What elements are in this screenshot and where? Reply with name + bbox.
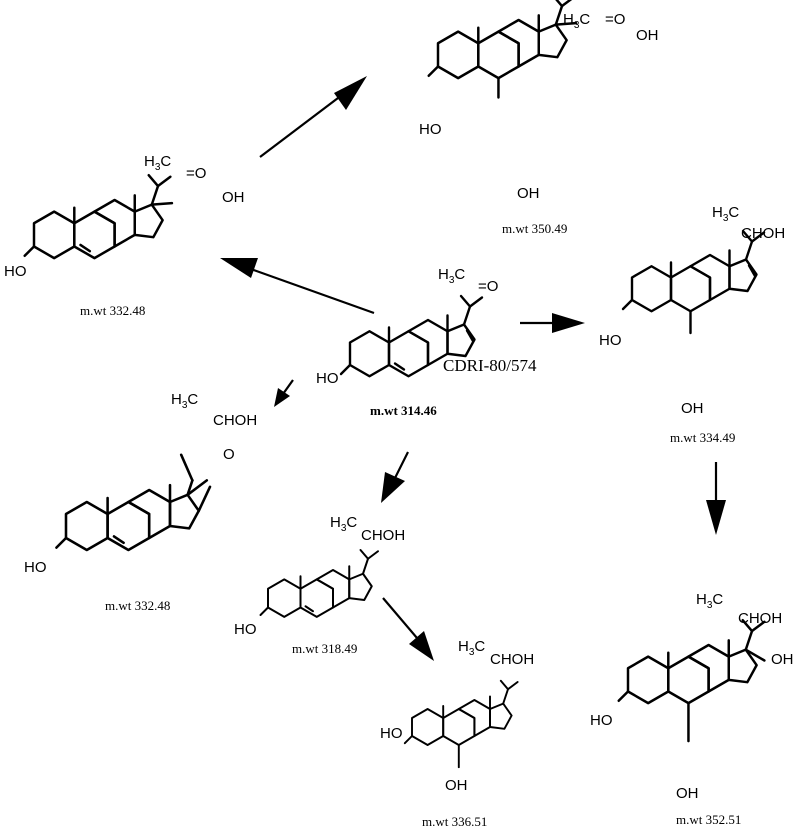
m4-chohr: CHOH xyxy=(213,412,257,429)
molecule-m2 xyxy=(23,173,174,260)
m3-chohr: CHOH xyxy=(741,225,785,242)
m7-methyl-label: H3C xyxy=(458,638,485,658)
m4-ho-3: HO xyxy=(24,559,47,576)
arrow-to-m5 xyxy=(381,451,409,503)
m2-ho-3: HO xyxy=(4,263,27,280)
m5-chohr: CHOH xyxy=(361,527,405,544)
m4-epoxide-O: O xyxy=(223,446,235,463)
m1-mw: m.wt 350.49 xyxy=(502,221,567,236)
m3-oh-6: OH xyxy=(681,400,704,417)
m7-mw: m.wt 336.51 xyxy=(422,814,487,829)
parent-carbonyl-O: =O xyxy=(478,278,498,295)
m1-oh-17: OH xyxy=(636,27,659,44)
molecule-parent xyxy=(339,294,484,378)
arrow-to-m3 xyxy=(520,313,585,333)
parent-name: CDRI-80/574 xyxy=(443,356,537,375)
m1-oh-6: OH xyxy=(517,185,540,202)
m6-ho-3: HO xyxy=(590,712,613,729)
parent-methyl-label: H3C xyxy=(438,266,465,286)
molecule-m7 xyxy=(403,679,519,769)
m1-methyl-label: H3C xyxy=(563,11,590,31)
m6-oh-6: OH xyxy=(676,785,699,802)
arrow-to-m7 xyxy=(382,597,434,661)
m3-mw: m.wt 334.49 xyxy=(670,430,735,445)
m6-mw: m.wt 352.51 xyxy=(676,812,741,827)
m3-methyl-label: H3C xyxy=(712,204,739,224)
m6-oh-17: OH xyxy=(771,651,794,668)
parent-ho-3: HO xyxy=(316,370,339,387)
m2-mw: m.wt 332.48 xyxy=(80,303,145,318)
m1-carbonyl-O: =O xyxy=(605,11,625,28)
arrow-to-m6 xyxy=(706,462,726,535)
arrow-to-m2 xyxy=(220,258,375,315)
m4-mw: m.wt 332.48 xyxy=(105,598,170,613)
m5-methyl-label: H3C xyxy=(330,514,357,534)
m7-ho-3: HO xyxy=(380,725,403,742)
m2-carbonyl-O: =O xyxy=(186,165,206,182)
m4-methyl-label: H3C xyxy=(171,391,198,411)
m1-ho-3: HO xyxy=(419,121,442,138)
molecule-m4 xyxy=(55,453,212,552)
m6-chohr: CHOH xyxy=(738,610,782,627)
m3-ho-3: HO xyxy=(599,332,622,349)
parent-mw: m.wt 314.46 xyxy=(370,403,437,418)
m7-oh-6: OH xyxy=(445,777,468,794)
m2-oh-17: OH xyxy=(222,189,245,206)
m7-chohr: CHOH xyxy=(490,651,534,668)
m5-ho-3: HO xyxy=(234,621,257,638)
molecule-m5 xyxy=(259,549,379,618)
arrow-to-m4 xyxy=(274,379,294,407)
molecule-m6 xyxy=(617,618,766,743)
m6-methyl-label: H3C xyxy=(696,591,723,611)
arrow-to-m1 xyxy=(259,76,367,158)
molecule-m3 xyxy=(621,229,766,335)
molecule-m1 xyxy=(427,0,578,99)
m5-mw: m.wt 318.49 xyxy=(292,641,357,656)
m2-methyl-label: H3C xyxy=(144,153,171,173)
